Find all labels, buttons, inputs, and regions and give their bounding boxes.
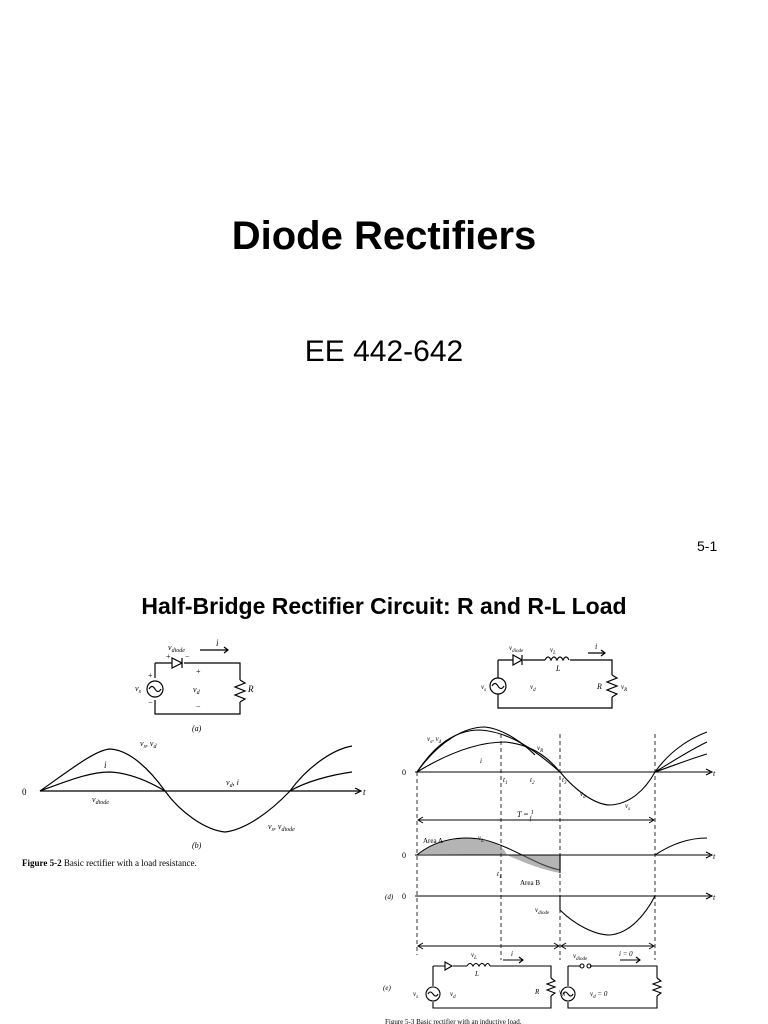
vs-label: vs	[413, 990, 418, 1000]
resistive-circuit-diagram	[146, 646, 247, 715]
figure-label-b: (b)	[192, 841, 202, 850]
time-axis-label: t	[363, 787, 366, 797]
conducting-circuit-diagram	[425, 956, 557, 1009]
time-axis-label: t	[713, 769, 716, 778]
area-b-label: Area B	[520, 879, 540, 887]
vd-zero-label: vd = 0	[590, 990, 608, 1000]
inductor-voltage-plot	[415, 837, 714, 873]
interval-dimensions	[417, 942, 655, 950]
vdiode-curve-label: vdiode	[92, 795, 109, 806]
vd-curve-label: vd	[580, 790, 586, 800]
figure-caption: Figure 5-2 Basic rectifier with a load r…	[22, 858, 197, 868]
vs-label: vs	[481, 683, 486, 693]
vd-label: vd	[193, 685, 201, 696]
vl-curve-label: vL	[478, 834, 484, 844]
resistor-label: R	[596, 682, 602, 691]
axis-origin: 0	[402, 851, 406, 860]
resistor-label: R	[534, 988, 540, 996]
axis-origin: 0	[22, 787, 27, 797]
plus-sign: +	[166, 652, 171, 661]
vl-label: vL	[471, 951, 477, 961]
vd-i-label: vd, i	[226, 778, 239, 789]
resistive-waveform-plot	[39, 745, 363, 833]
minus-sign: −	[196, 702, 201, 711]
blocking-circuit-diagram	[560, 956, 663, 1009]
basic-rectifier-figure: vdiode + − i + − + − vs vd R (a) 0 t vs,…	[22, 638, 366, 868]
diode-voltage-plot	[415, 892, 714, 936]
figure-label-d: (d)	[385, 893, 394, 901]
t1-area-label: t1	[497, 870, 501, 880]
area-a-label: Area A	[423, 837, 443, 845]
time-axis-label: t	[713, 893, 716, 902]
current-curve-label: i	[104, 760, 107, 770]
minus-sign: −	[185, 652, 190, 661]
vs-vd-label: vs, vd	[427, 735, 442, 745]
minus-sign: −	[148, 698, 153, 707]
vd-label: vd	[450, 990, 456, 1000]
rl-circuit-diagram	[489, 649, 619, 709]
vr-label: vR	[621, 683, 627, 693]
vdiode-label: vdiode	[509, 644, 524, 654]
vl-label: vL	[550, 646, 556, 656]
vs-vd-label: vs, vd	[140, 739, 157, 750]
t1-label: t1	[503, 776, 507, 786]
vs-curve-label: vs	[625, 802, 630, 812]
vd-label: vd	[530, 683, 536, 693]
slide-title: Diode Rectifiers	[231, 214, 537, 258]
rl-waveform-plot	[415, 726, 714, 806]
vr-curve-label: vR	[537, 744, 543, 754]
page-number: 5-1	[697, 538, 718, 554]
current-label: i	[216, 638, 219, 648]
zero-current-label: i = 0	[619, 950, 633, 958]
time-axis-label: t	[713, 852, 716, 861]
axis-origin: 0	[402, 768, 406, 777]
current-label: i	[595, 642, 597, 651]
inductor-label: L	[555, 664, 561, 673]
vdiode-label: vdiode	[573, 952, 588, 962]
vs-vdiode-label: vs, vdiode	[268, 822, 295, 833]
course-code: EE 442-642	[304, 335, 464, 368]
plus-sign: +	[196, 667, 201, 676]
vs-label: vs	[135, 684, 142, 695]
plus-sign: +	[148, 671, 153, 680]
figure-label-a: (a)	[192, 724, 202, 733]
inductor-label: L	[474, 970, 479, 978]
section-title: Half-Bridge Rectifier Circuit: R and R-L…	[141, 593, 627, 619]
resistor-label: R	[247, 684, 254, 694]
t3-label: t3	[562, 776, 567, 786]
figure-caption-cropped: Figure 5-3 Basic rectifier with an induc…	[385, 1018, 522, 1024]
figure-label-e: (e)	[383, 984, 391, 992]
axis-origin: 0	[402, 892, 406, 901]
rl-rectifier-figure: vdiode vL L i R vR vs vd 0 t t1 t2 t3 vd…	[383, 642, 716, 1024]
current-curve-label: i	[480, 757, 482, 765]
vdiode-curve-label: vdiode	[535, 906, 550, 916]
current-label: i	[511, 950, 513, 958]
period-dimension	[417, 816, 655, 824]
t2-label: t2	[530, 776, 535, 786]
vdiode-label: vdiode	[168, 643, 185, 654]
